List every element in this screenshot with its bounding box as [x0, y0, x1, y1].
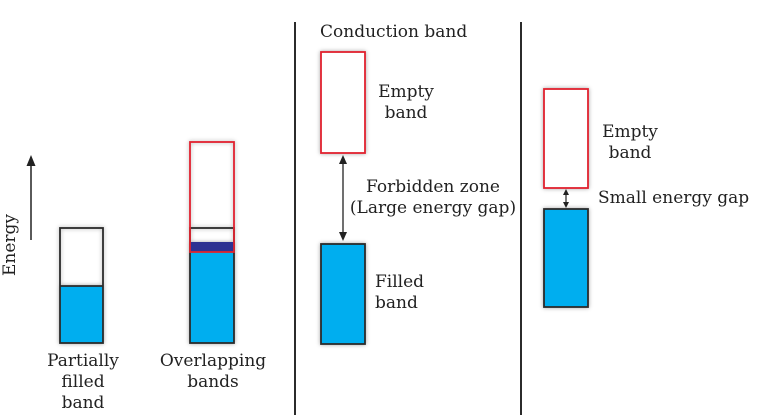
energy-axis-arrow — [26, 155, 36, 240]
insulator-empty-band — [320, 51, 366, 154]
partially-filled-band — [59, 227, 104, 344]
semiconductor-empty-band-label: Empty band — [602, 122, 658, 163]
insulator-empty-band-label: Empty band — [378, 82, 434, 123]
conduction-band-label: Conduction band — [320, 22, 468, 42]
insulator-filled-band — [320, 243, 366, 345]
overlapping-bands — [189, 141, 235, 344]
semiconductor-filled-band — [543, 208, 589, 308]
small-energy-gap-label: Small energy gap — [598, 188, 750, 208]
large-gap-arrow — [339, 155, 347, 241]
forbidden-zone-label: Forbidden zone (Large energy gap) — [349, 177, 517, 218]
partially-filled-label: Partially filled band — [47, 351, 119, 413]
overlapping-bands-label: Overlapping bands — [159, 351, 267, 392]
insulator-filled-band-label: Filled band — [375, 272, 425, 313]
energy-axis-label: Energy — [0, 213, 20, 276]
small-gap-arrow — [563, 189, 569, 208]
semiconductor-empty-band — [543, 88, 589, 189]
